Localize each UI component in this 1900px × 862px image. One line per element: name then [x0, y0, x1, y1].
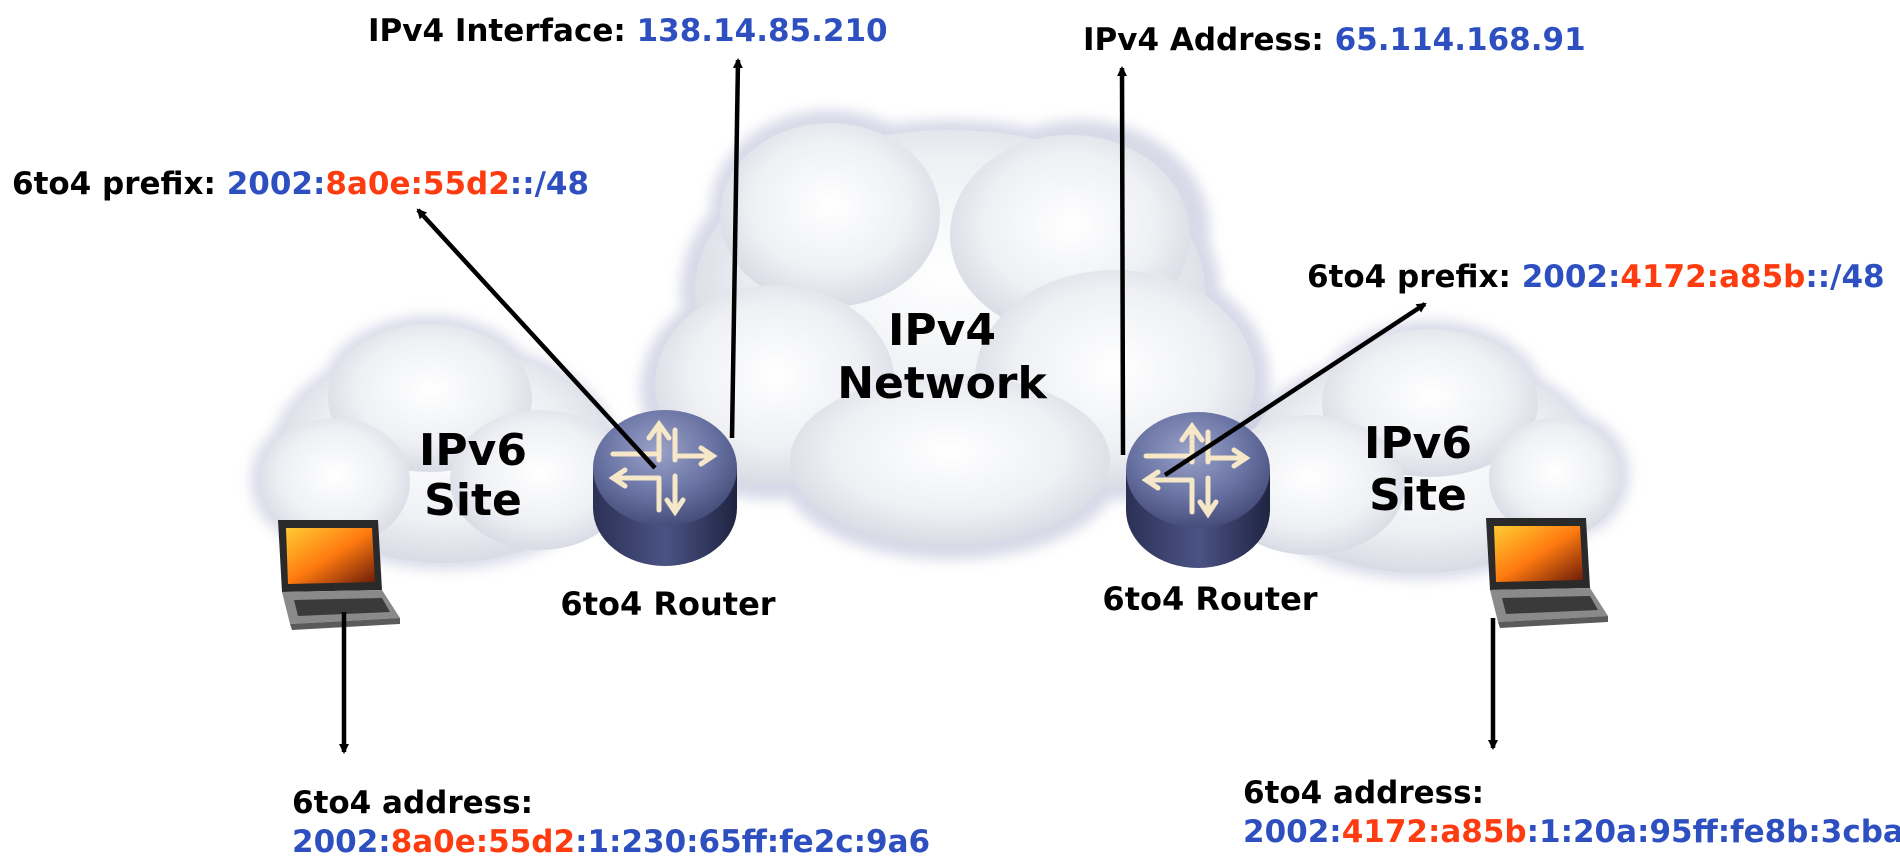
left-address-key: 6to4 address:	[292, 785, 533, 821]
right-address-value: 2002:4172:a85b:1:20a:95ff:fe8b:3cba	[1243, 814, 1900, 850]
left-prefix-arrow	[416, 208, 657, 470]
right-address-part1: 2002:	[1243, 814, 1342, 850]
left-cloud-label-line1: IPv6	[419, 425, 527, 476]
right-address-key: 6to4 address:	[1243, 775, 1484, 811]
ipv4-interface-arrow	[729, 58, 743, 439]
left-prefix-annotation: 6to4 prefix: 2002:8a0e:55d2::/48	[12, 166, 589, 202]
left-cloud-label-line2: Site	[424, 475, 522, 526]
right-address-part3: :1:20a:95ff:fe8b:3cba	[1527, 814, 1900, 850]
right-prefix-annotation: 6to4 prefix: 2002:4172:a85b::/48	[1307, 259, 1885, 295]
ipv4-cloud-label-line2: Network	[837, 358, 1048, 409]
left-address-part1: 2002:	[292, 824, 391, 858]
right-prefix-part3: ::/48	[1805, 259, 1884, 295]
ipv4-address-arrow	[1117, 66, 1128, 456]
right-prefix-part2: 4172:a85b	[1620, 259, 1805, 295]
left-prefix-part3: ::/48	[510, 166, 589, 202]
left-address-value: 2002:8a0e:55d2:1:230:65ff:fe2c:9a6	[292, 824, 930, 858]
ipv4-cloud-label-line1: IPv4	[888, 305, 996, 356]
laptop-icon	[1486, 518, 1608, 628]
right-prefix-part1: 2002:	[1522, 259, 1621, 295]
ipv4-address-annotation: IPv4 Address: 65.114.168.91	[1083, 22, 1586, 58]
left-prefix-part1: 2002:	[227, 166, 326, 202]
right-address-part2: 4172:a85b	[1342, 814, 1527, 850]
laptop-icon	[278, 520, 400, 630]
ipv4-interface-annotation: IPv4 Interface: 138.14.85.210	[368, 13, 888, 49]
right-router-label: 6to4 Router	[1102, 580, 1317, 618]
ipv4-interface-key: IPv4 Interface:	[368, 13, 626, 49]
right-prefix-arrow	[1163, 302, 1427, 477]
right-cloud-label-line1: IPv6	[1364, 418, 1472, 469]
left-prefix-part2: 8a0e:55d2	[325, 166, 509, 202]
ipv4-address-value: 65.114.168.91	[1335, 22, 1586, 58]
left-address-part2: 8a0e:55d2	[391, 824, 575, 858]
left-router-label: 6to4 Router	[560, 585, 775, 623]
ipv4-network-cloud	[640, 110, 1270, 560]
left-ipv6-site-cloud	[250, 315, 630, 570]
left-prefix-key: 6to4 prefix:	[12, 166, 216, 202]
left-address-part3: :1:230:65ff:fe2c:9a6	[575, 824, 930, 858]
right-cloud-label-line2: Site	[1369, 470, 1467, 521]
ipv4-address-key: IPv4 Address:	[1083, 22, 1324, 58]
router-icon	[1126, 412, 1270, 568]
right-prefix-key: 6to4 prefix:	[1307, 259, 1511, 295]
ipv4-interface-value: 138.14.85.210	[637, 13, 888, 49]
router-icon	[593, 410, 737, 566]
